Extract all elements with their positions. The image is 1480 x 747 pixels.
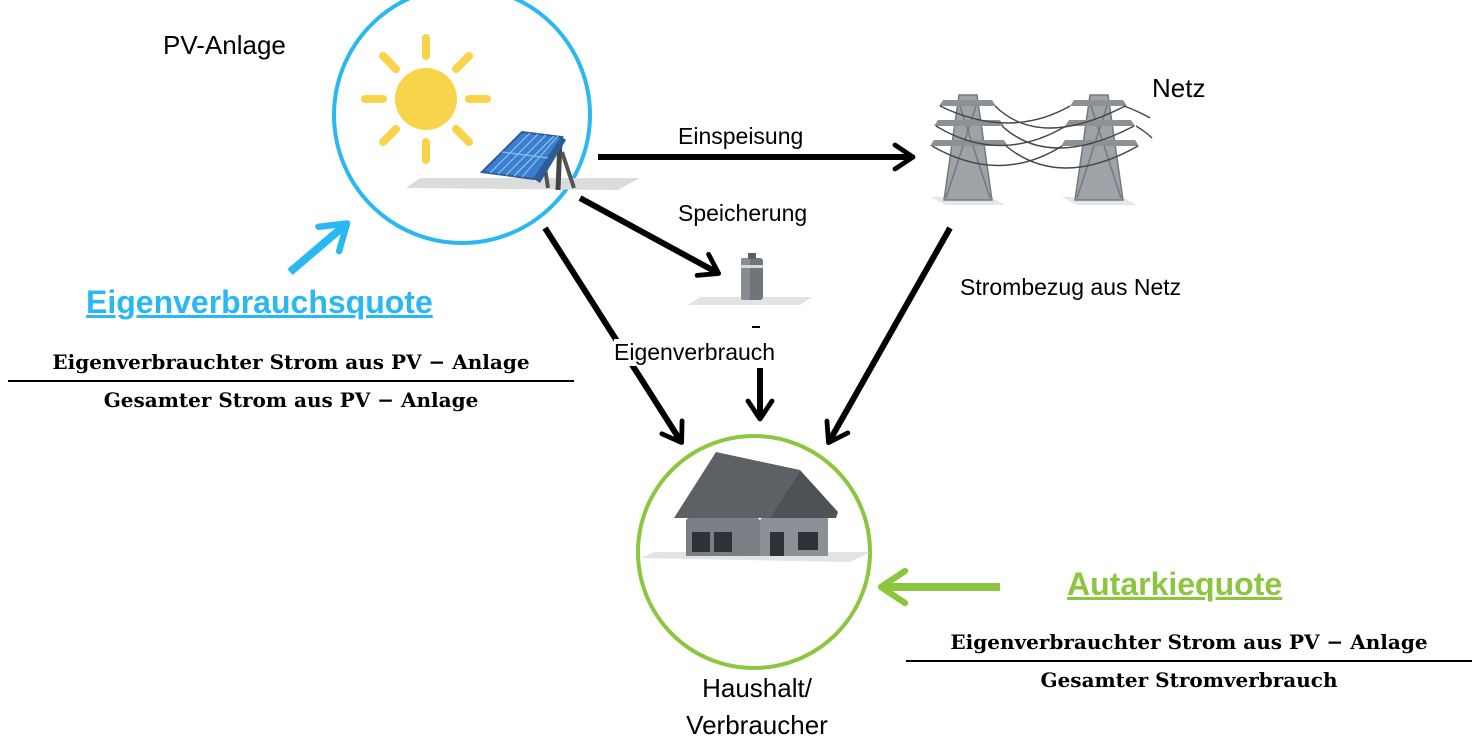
self-consumption-quota-arrow	[287, 220, 351, 276]
household-label: Haushalt/ Verbraucher	[677, 673, 837, 741]
house-icon	[640, 452, 870, 562]
self-consumption-quota-numerator: Eigenverbrauchter Strom aus PV − Anlage	[8, 350, 574, 382]
pv-label: PV-Anlage	[163, 30, 286, 60]
storage-arrow	[578, 195, 722, 278]
autarky-quota-formula: Eigenverbrauchter Strom aus PV − Anlage …	[906, 630, 1472, 692]
grid-purchase-arrow	[824, 226, 953, 446]
storage-label: Speicherung	[678, 200, 808, 226]
pv-to-household-arrow	[542, 226, 685, 445]
sun-icon	[361, 34, 491, 164]
battery-icon	[688, 253, 812, 305]
self-consumption-quota-denominator: Gesamter Strom aus PV − Anlage	[103, 388, 479, 412]
household-label-line2: Verbraucher	[686, 710, 828, 740]
solar-panel-icon	[406, 130, 640, 191]
self-consumption-quota-title: Eigenverbrauchsquote	[86, 284, 433, 320]
grid-purchase-label: Strombezug aus Netz	[960, 274, 1182, 300]
pv-circle	[332, 0, 592, 245]
household-label-line1: Haushalt/	[702, 673, 812, 703]
self-consumption-label: Eigenverbrauch	[614, 339, 776, 366]
power-pylon-icon	[930, 94, 1153, 205]
autarky-quota-numerator: Eigenverbrauchter Strom aus PV − Anlage	[906, 630, 1472, 662]
self-consumption-quota-formula: Eigenverbrauchter Strom aus PV − Anlage …	[8, 350, 574, 412]
autarky-quota-title: Autarkiequote	[1067, 566, 1283, 602]
feed-in-label: Einspeisung	[678, 123, 804, 149]
grid-label: Netz	[1152, 73, 1206, 103]
autarky-quota-denominator: Gesamter Stromverbrauch	[1040, 668, 1338, 692]
